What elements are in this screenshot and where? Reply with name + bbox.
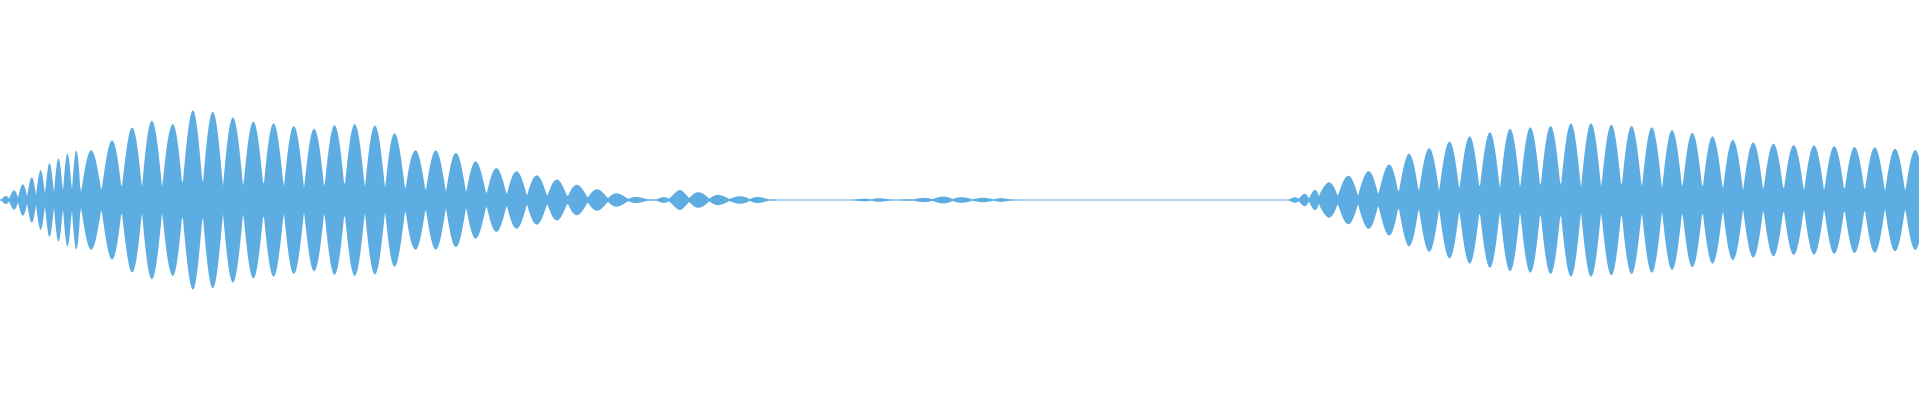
waveform-shape xyxy=(0,110,1919,290)
